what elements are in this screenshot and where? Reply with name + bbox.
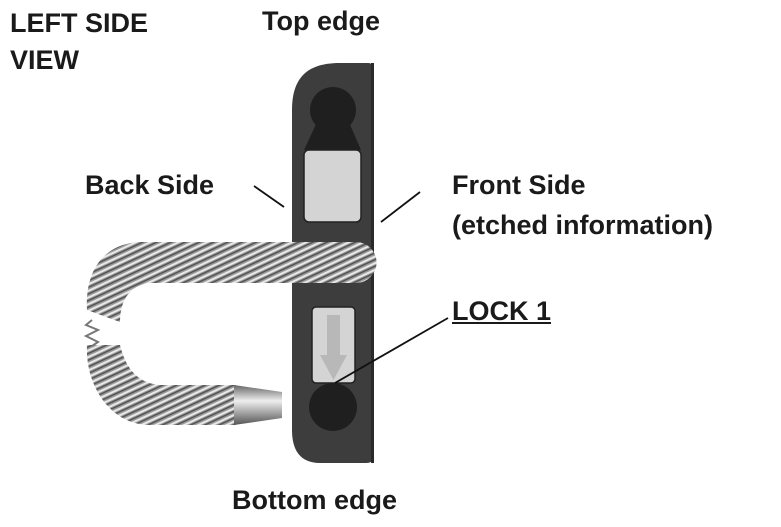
top-window (303, 149, 362, 223)
view-title-line2: VIEW (10, 45, 80, 75)
top-edge-label: Top edge (262, 6, 380, 36)
bottom-hole (309, 383, 357, 431)
down-arrow-icon (320, 315, 347, 380)
cable-break-zigzag (83, 319, 101, 347)
back-side-label: Back Side (85, 170, 215, 200)
front-side-label: Front Side (452, 170, 586, 200)
lock-label: LOCK 1 (452, 296, 552, 326)
back-side-leader (253, 185, 285, 208)
lock-leader (334, 317, 449, 384)
front-side-leader (380, 191, 421, 223)
front-side-note: (etched information) (452, 210, 713, 240)
bottom-edge-label: Bottom edge (232, 485, 397, 515)
cable-end-cone (234, 385, 282, 425)
view-title-line1: LEFT SIDE (10, 8, 149, 38)
cable-lower (86, 345, 236, 425)
